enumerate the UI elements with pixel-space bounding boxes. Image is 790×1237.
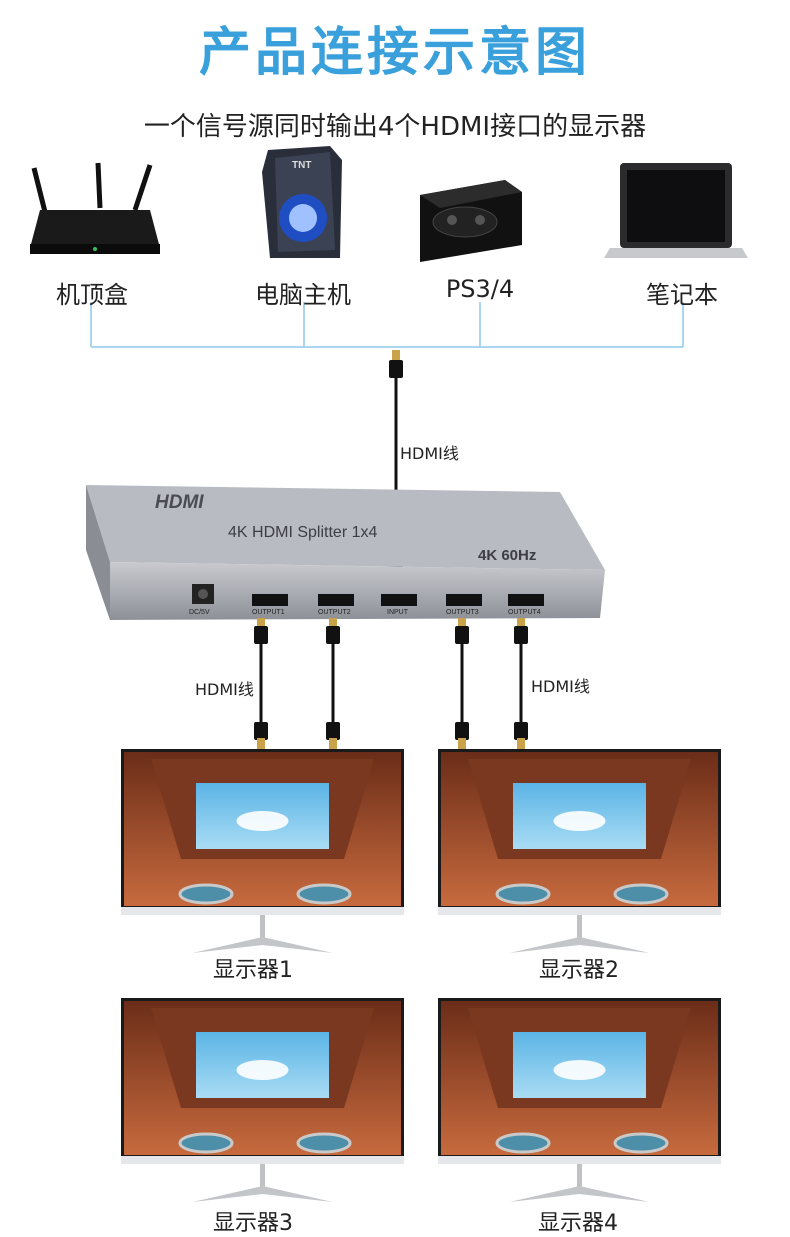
source-label-pc: 电脑主机 [255,281,351,309]
monitor-label-4: 显示器4 [538,1211,618,1236]
svg-text:TNT: TNT [292,160,311,171]
monitor-label-1: 显示器1 [213,958,293,983]
monitor-label-2: 显示器2 [539,958,619,983]
page-subtitle: 一个信号源同时输出4个HDMI接口的显示器 [143,112,647,142]
cable-label-left: HDMI线 [195,680,254,699]
output-hdmi-cables [254,618,528,750]
source-label-ps: PS3/4 [445,275,515,303]
port-label-output1: OUTPUT1 [252,609,285,616]
port-label-output2: OUTPUT2 [318,609,351,616]
splitter-spec: 4K 60Hz [478,547,536,564]
pc-tower-icon: TNT [262,146,342,258]
splitter-logo: HDMI [155,492,204,513]
page-title: 产品连接示意图 [198,23,591,83]
cable-label-right: HDMI线 [531,677,590,696]
splitter-model: 4K HDMI Splitter 1x4 [228,524,377,541]
laptop-icon [604,163,748,258]
port-label-input: INPUT [387,609,409,616]
monitor-1 [121,749,404,953]
game-console-icon [420,180,522,262]
monitor-2 [438,749,721,953]
source-label-laptop: 笔记本 [646,281,718,309]
port-label-output3: OUTPUT3 [446,609,479,616]
monitor-label-3: 显示器3 [213,1211,293,1236]
source-label-settop: 机顶盒 [56,281,128,309]
hdmi-splitter: HDMI 4K HDMI Splitter 1x4 4K 60Hz DC/5V … [86,485,605,620]
port-label-output4: OUTPUT4 [508,609,541,616]
source-bus [90,302,684,348]
monitor-3 [121,998,404,1202]
port-label-dc: DC/5V [189,609,210,616]
monitor-4 [438,998,721,1202]
router-icon [30,162,160,254]
cable-label-input: HDMI线 [400,444,459,463]
